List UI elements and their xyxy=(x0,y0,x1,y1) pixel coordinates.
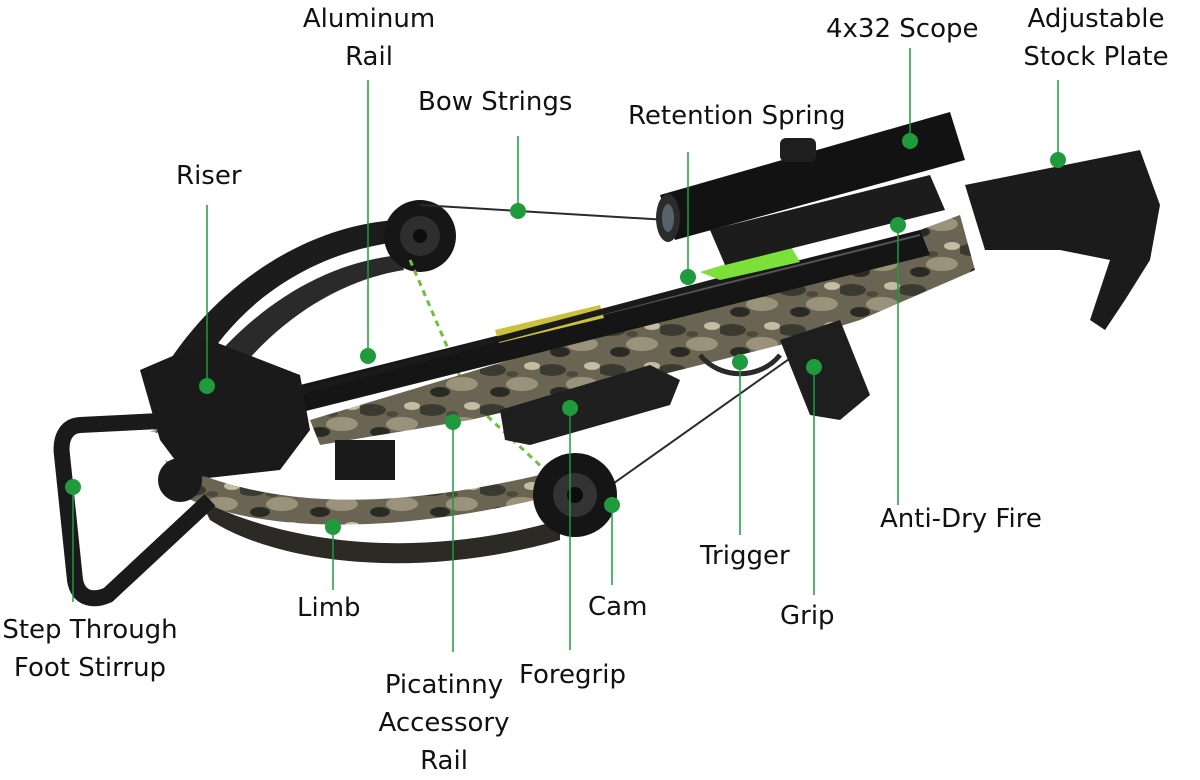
fletching xyxy=(700,245,800,280)
marker-aluminum-rail xyxy=(360,348,376,364)
string-upper xyxy=(419,204,701,223)
label-picatinny-rail: Picatinny Accessory Rail xyxy=(366,666,522,780)
label-line: Grip xyxy=(780,601,835,631)
label-anti-dry-fire: Anti-Dry Fire xyxy=(880,500,1042,538)
marker-retention-spring xyxy=(680,269,696,285)
marker-anti-dry-fire xyxy=(890,217,906,233)
lower-cam xyxy=(533,453,617,537)
label-scope: 4x32 Scope xyxy=(826,10,978,48)
label-line: Cam xyxy=(588,592,648,622)
label-limb: Limb xyxy=(297,589,361,627)
label-line: Bow Strings xyxy=(418,87,573,117)
marker-grip xyxy=(806,359,822,375)
label-aluminum-rail: Aluminum Rail xyxy=(294,0,444,76)
label-bow-strings: Bow Strings xyxy=(418,83,572,121)
label-grip: Grip xyxy=(780,597,835,635)
label-line: Adjustable xyxy=(1027,4,1165,34)
label-stock-plate: Adjustable Stock Plate xyxy=(1012,0,1180,76)
marker-scope xyxy=(902,133,918,149)
label-cam: Cam xyxy=(588,588,647,626)
label-line: Retention Spring xyxy=(628,101,846,131)
marker-picatinny-rail xyxy=(445,414,461,430)
pistol-grip xyxy=(780,320,870,420)
label-retention-spring: Retention Spring xyxy=(628,97,846,135)
foregrip-shape xyxy=(500,365,680,445)
lower-limb xyxy=(165,460,575,525)
scope xyxy=(656,112,965,265)
label-line: 4x32 Scope xyxy=(826,14,979,44)
label-line: Aluminum xyxy=(302,4,436,34)
label-line: Trigger xyxy=(700,541,790,571)
marker-bow-strings xyxy=(510,203,526,219)
label-line: Stock Plate xyxy=(1023,42,1169,72)
label-line: Step Through xyxy=(2,615,178,645)
rail xyxy=(200,230,930,435)
label-line: Foregrip xyxy=(519,660,626,690)
limb-bolt xyxy=(158,458,202,502)
cable-green xyxy=(408,259,547,472)
label-line: Picatinny xyxy=(384,670,504,700)
marker-cam xyxy=(604,497,620,513)
label-line: Accessory xyxy=(378,708,510,738)
label-line: Foot Stirrup xyxy=(13,653,167,683)
label-line: Rail xyxy=(420,746,468,776)
foot-stirrup-frame xyxy=(53,412,216,607)
label-line: Anti-Dry Fire xyxy=(880,504,1042,534)
label-trigger: Trigger xyxy=(700,537,790,575)
picatinny-block xyxy=(335,440,395,480)
label-riser: Riser xyxy=(176,157,242,195)
upper-cam xyxy=(384,200,456,272)
label-line: Riser xyxy=(176,161,242,191)
upper-limb-inner xyxy=(200,255,404,385)
label-line: Limb xyxy=(297,593,361,623)
marker-foregrip xyxy=(562,400,578,416)
riser-block xyxy=(140,340,310,480)
marker-limb xyxy=(325,519,341,535)
marker-riser xyxy=(199,378,215,394)
label-line: Rail xyxy=(345,42,393,72)
marker-foot-stirrup xyxy=(65,479,81,495)
label-foot-stirrup: Step Through Foot Stirrup xyxy=(0,611,180,687)
label-foregrip: Foregrip xyxy=(519,656,626,694)
lower-limb-2 xyxy=(200,500,560,564)
marker-stock-plate xyxy=(1050,152,1066,168)
butt-stock xyxy=(965,150,1160,330)
marker-trigger xyxy=(732,354,748,370)
